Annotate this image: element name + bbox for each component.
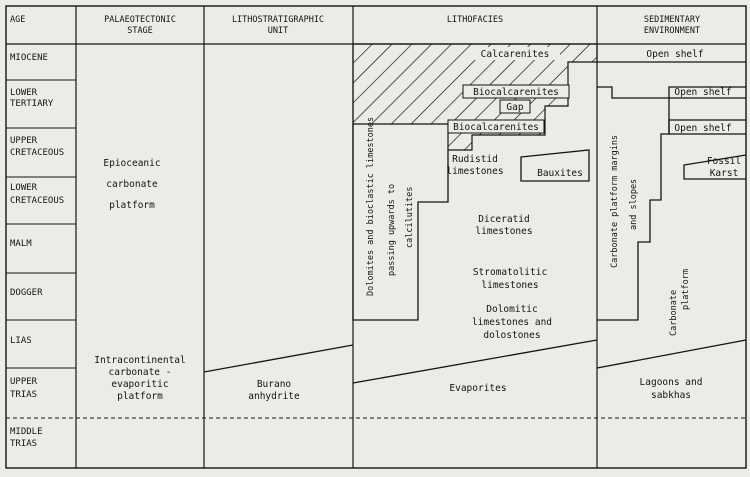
diceratid-line-2: limestones: [475, 226, 532, 237]
vertical-dolomites-line-2: passing upwards to: [387, 184, 397, 276]
age-upper-trias-2: TRIAS: [10, 390, 37, 400]
lithofacies-step-outline: [352, 124, 449, 321]
calcarenites-label: Calcarenites: [481, 49, 550, 60]
age-middle-trias-2: TRIAS: [10, 439, 37, 449]
vertical-platform-line-1: Carbonate: [669, 290, 679, 336]
header-palaeotectonic-2: STAGE: [127, 26, 153, 36]
header-sedimentary-2: ENVIRONMENT: [644, 26, 700, 36]
headers: AGE PALAEOTECTONIC STAGE LITHOSTRATIGRAP…: [10, 15, 700, 36]
age-lias: LIAS: [10, 336, 32, 346]
rudistid-line-2: limestones: [446, 166, 503, 177]
open-shelf-b-label: Open shelf: [674, 123, 731, 134]
epioceanic-line-2: carbonate: [106, 179, 158, 190]
biocalcarenites-lower-label: Biocalcarenites: [453, 122, 539, 133]
dolomitic-line-3: dolostones: [483, 330, 540, 341]
header-sedimentary-1: SEDIMENTARY: [644, 15, 700, 25]
header-lithostratigraphic-2: UNIT: [268, 26, 288, 36]
intracontinental-line-2: carbonate -: [109, 367, 172, 378]
fossil-label: Fossil: [707, 156, 741, 167]
lagoons-line-1: Lagoons and: [640, 377, 703, 388]
open-shelf-a-label: Open shelf: [674, 87, 731, 98]
diceratid-line-1: Diceratid: [478, 214, 529, 225]
chart-frame: [5, 5, 747, 469]
open-shelf-top-label: Open shelf: [646, 49, 703, 60]
karst-label: Karst: [710, 168, 739, 179]
vertical-margins-line-2: and slopes: [629, 179, 639, 230]
palaeotectonic-labels: Epioceanic carbonate platform Intraconti…: [94, 158, 186, 402]
bauxites-block: [520, 149, 590, 182]
intracontinental-line-3: evaporitic: [111, 379, 168, 390]
age-labels: MIOCENE LOWER TERTIARY UPPER CRETACEOUS …: [10, 53, 64, 449]
intracontinental-line-1: Intracontinental: [94, 355, 186, 366]
burano-line-2: anhydrite: [248, 391, 300, 402]
vertical-dolomites-line-3: calcilutites: [405, 187, 415, 248]
burano-line-1: Burano: [257, 379, 292, 390]
header-age: AGE: [10, 15, 25, 25]
age-dogger: DOGGER: [10, 288, 43, 298]
epioceanic-line-3: platform: [109, 200, 155, 211]
age-middle-trias-1: MIDDLE: [10, 427, 43, 437]
age-lower-tertiary-2: TERTIARY: [10, 99, 54, 109]
age-malm: MALM: [10, 239, 32, 249]
rudistid-line-1: Rudistid: [452, 154, 498, 165]
unconformity-lines: [203, 339, 747, 384]
header-palaeotectonic-1: PALAEOTECTONIC: [104, 15, 176, 25]
header-lithofacies: LITHOFACIES: [447, 15, 503, 25]
age-upper-cretaceous-2: CRETACEOUS: [10, 148, 64, 158]
vertical-platform-line-2: platform: [681, 269, 691, 310]
age-upper-trias-1: UPPER: [10, 377, 38, 387]
evaporites-label: Evaporites: [449, 383, 506, 394]
lithostratigraphic-labels: Burano anhydrite: [248, 379, 300, 402]
biocalcarenites-upper-label: Biocalcarenites: [473, 87, 559, 98]
intracontinental-line-4: platform: [117, 391, 163, 402]
dolomitic-line-1: Dolomitic: [486, 304, 537, 315]
lagoons-line-2: sabkhas: [651, 390, 691, 401]
header-lithostratigraphic-1: LITHOSTRATIGRAPHIC: [232, 15, 324, 25]
age-lower-tertiary-1: LOWER: [10, 88, 38, 98]
vertical-dolomites-line-1: Dolomites and bioclastic limestones: [366, 117, 376, 296]
age-lower-cretaceous-1: LOWER: [10, 183, 38, 193]
sedimentary-labels: Open shelf Open shelf Open shelf Fossil …: [610, 49, 741, 401]
sedimentary-outlines: [597, 61, 747, 321]
stromatolitic-line-2: limestones: [481, 280, 538, 291]
age-row-lines: [6, 79, 76, 369]
dolomitic-line-2: limestones and: [472, 317, 552, 328]
age-lower-cretaceous-2: CRETACEOUS: [10, 196, 64, 206]
vertical-margins-line-1: Carbonate platform margins: [610, 135, 620, 268]
epioceanic-line-1: Epioceanic: [103, 158, 160, 169]
stromatolitic-line-1: Stromatolitic: [473, 267, 547, 278]
age-upper-cretaceous-1: UPPER: [10, 136, 38, 146]
age-miocene: MIOCENE: [10, 53, 48, 63]
gap-label: Gap: [506, 102, 523, 113]
lithofacies-labels: Calcarenites Biocalcarenites Gap Biocalc…: [366, 47, 583, 394]
bauxites-label: Bauxites: [537, 168, 583, 179]
